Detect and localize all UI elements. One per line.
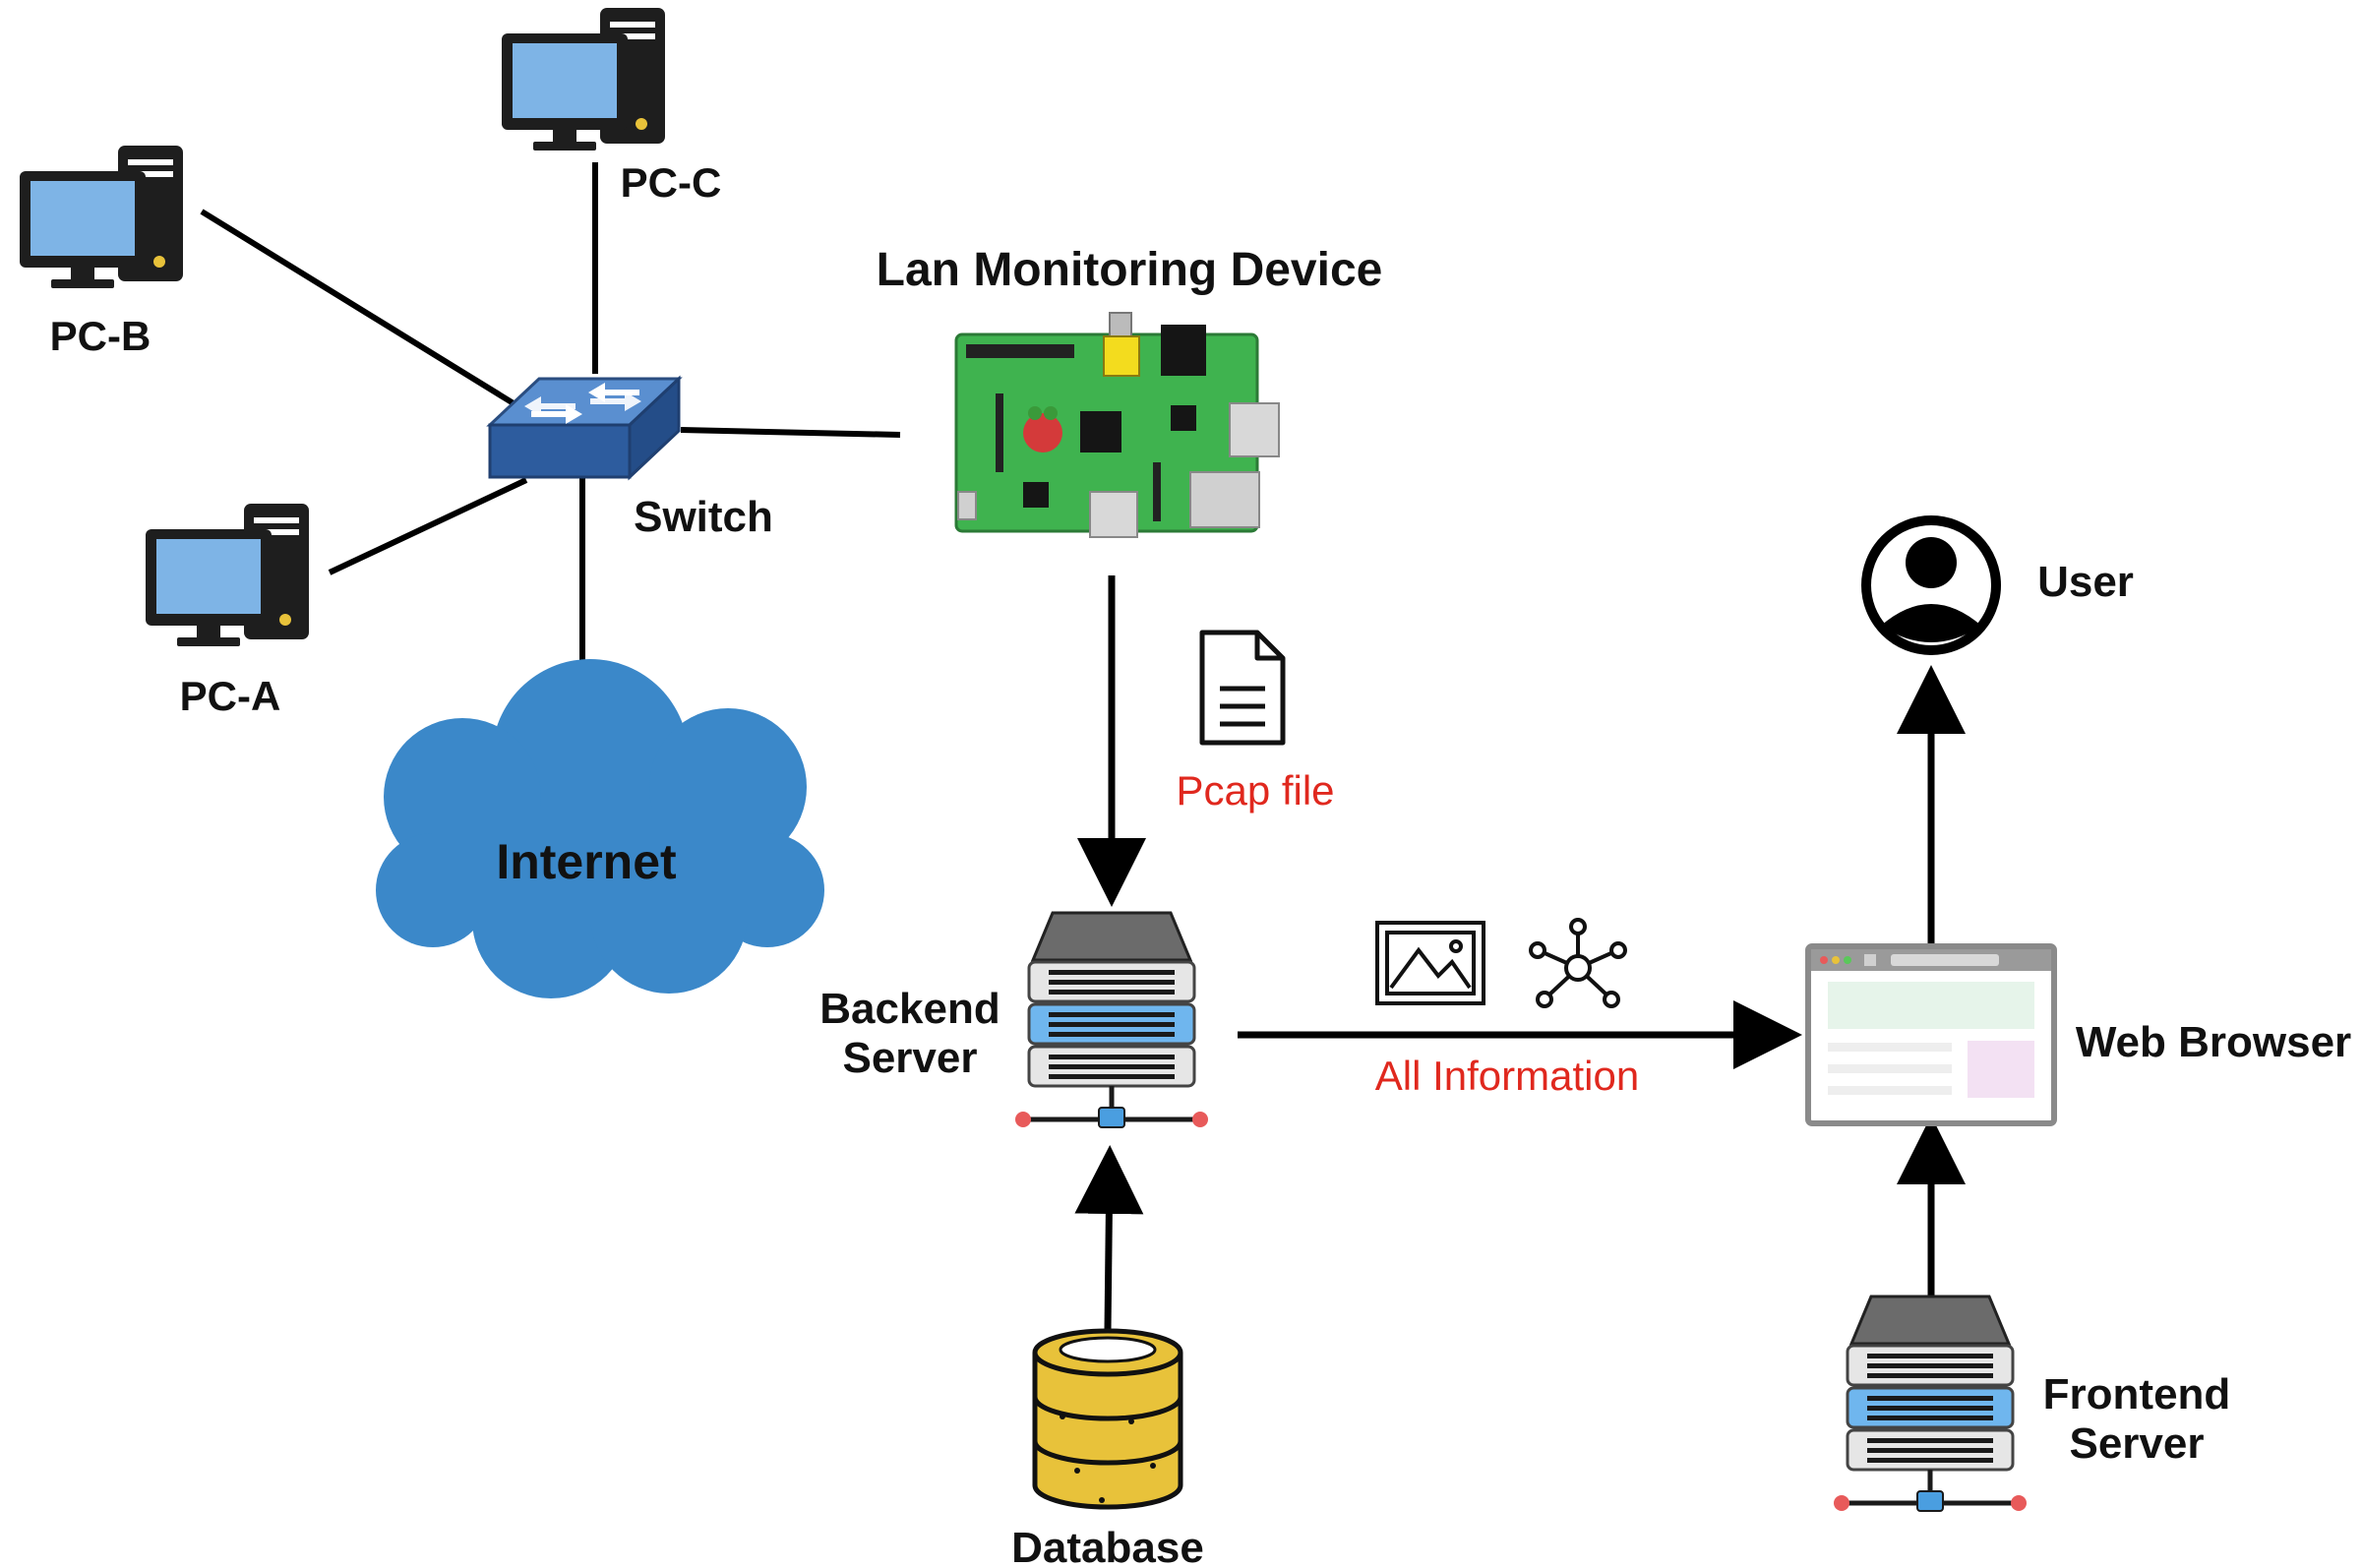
pc-c-label: PC-C (621, 159, 722, 206)
switch-label: Switch (634, 493, 773, 541)
cloud-icon (376, 659, 824, 998)
connection-lines (200, 162, 901, 671)
pc-a: PC-A (146, 504, 309, 719)
server-icon (1834, 1297, 2027, 1511)
internet: Internet (376, 659, 824, 998)
user: User (1861, 515, 2134, 655)
all-information-label: All Information (1375, 1053, 1639, 1099)
switch-icon (486, 375, 683, 481)
all-information: All Information (1375, 918, 1639, 1099)
backend-label-line1: Backend (819, 985, 1000, 1033)
link-pcb-switch (200, 209, 523, 411)
web-browser-icon (1805, 943, 2057, 1126)
database: Database (1011, 1328, 1204, 1568)
document-icon (1199, 630, 1286, 746)
pc-b: PC-B (20, 146, 183, 359)
pc-c: PC-C (502, 8, 721, 206)
lan-monitoring-device: Lan Monitoring Device (877, 244, 1383, 538)
arrow-database-to-backend (1074, 1145, 1144, 1331)
internet-label: Internet (496, 834, 677, 889)
pcap-file: Pcap file (1176, 630, 1335, 814)
frontend-label-line2: Server (2069, 1419, 2204, 1468)
database-icon (1032, 1328, 1183, 1510)
frontend-label-line1: Frontend (2043, 1370, 2231, 1418)
frontend-server: Frontend Server (1834, 1297, 2230, 1511)
switch: Switch (486, 375, 773, 541)
link-pca-switch (328, 477, 528, 575)
backend-label-line2: Server (842, 1034, 977, 1082)
user-avatar-icon (1861, 515, 2001, 655)
raspberry-pi-board-icon (954, 312, 1280, 538)
web-browser: Web Browser (1805, 943, 2351, 1126)
arrows (1074, 575, 1966, 1331)
database-label: Database (1011, 1524, 1204, 1568)
pc-icon (146, 504, 309, 646)
web-browser-label: Web Browser (2076, 1018, 2351, 1066)
pc-icon (20, 146, 183, 288)
image-icon (1375, 921, 1485, 1005)
pc-b-label: PC-B (50, 313, 151, 359)
lan-device-label: Lan Monitoring Device (877, 244, 1383, 296)
user-label: User (2037, 558, 2134, 606)
pc-icon (502, 8, 665, 151)
server-icon (1015, 913, 1208, 1127)
backend-server: Backend Server (819, 913, 1208, 1127)
pcap-file-label: Pcap file (1176, 767, 1334, 814)
network-graph-icon (1529, 918, 1627, 1008)
link-switch-lan-device (680, 427, 901, 438)
pc-a-label: PC-A (180, 673, 281, 719)
